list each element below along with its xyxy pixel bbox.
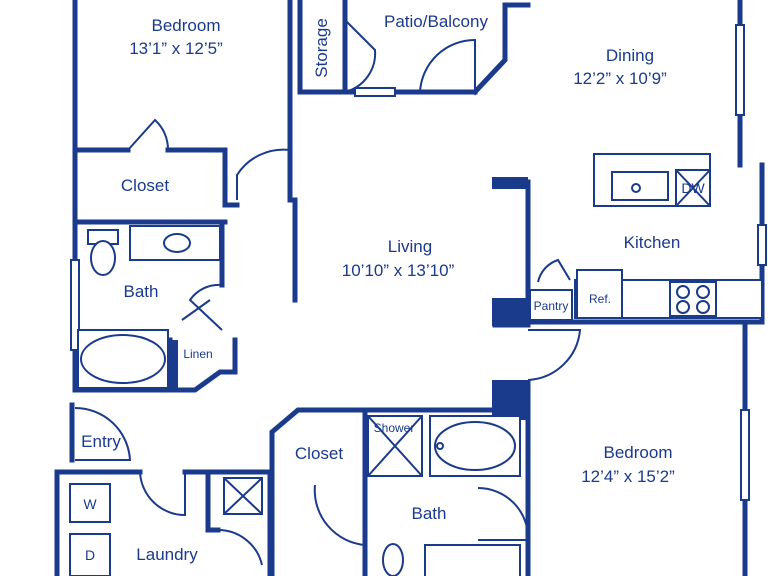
door-entry bbox=[74, 406, 132, 461]
entry-label: Entry bbox=[81, 432, 121, 451]
shower-label: Shower bbox=[374, 421, 415, 435]
storage-label: Storage bbox=[312, 18, 331, 78]
stove-icon bbox=[669, 281, 717, 317]
pantry-label: Pantry bbox=[534, 299, 569, 313]
door-bath-2 bbox=[477, 487, 530, 541]
door-corridor bbox=[527, 329, 582, 381]
laundry-closet-cross bbox=[223, 477, 263, 515]
bath-1-tub-basin-icon bbox=[80, 334, 166, 384]
living-dims: 10’10” x 13’10” bbox=[342, 261, 455, 280]
closet-2-label: Closet bbox=[295, 444, 343, 463]
door-laundry-closet bbox=[217, 528, 263, 566]
refrigerator-box bbox=[576, 269, 623, 319]
window-bath-left bbox=[70, 259, 80, 351]
bath-2-tub-basin-icon bbox=[434, 421, 516, 471]
kitchen-label: Kitchen bbox=[624, 233, 681, 252]
door-laundry bbox=[139, 471, 186, 517]
burner-3-icon bbox=[676, 300, 690, 314]
shower-cross bbox=[367, 415, 423, 477]
wall-patio bbox=[471, 2, 531, 96]
door-storage bbox=[344, 19, 377, 93]
bedroom-1-name: Bedroom bbox=[152, 16, 221, 35]
dw-label: DW bbox=[681, 180, 705, 196]
closet-1-label: Closet bbox=[121, 176, 169, 195]
wall-laundry-divider bbox=[205, 469, 221, 533]
dining-dims: 12’2” x 10’9” bbox=[573, 69, 667, 88]
bath-2-label: Bath bbox=[412, 504, 447, 523]
bedroom-1-dims: 13’1” x 12’5” bbox=[129, 39, 223, 58]
wall-block-kitchen-top bbox=[492, 177, 528, 189]
ref-label: Ref. bbox=[589, 292, 611, 306]
wall-laundry bbox=[54, 469, 273, 576]
wall-block-kitchen-bottom bbox=[492, 298, 528, 326]
burner-1-icon bbox=[676, 285, 690, 299]
window-patio bbox=[354, 87, 396, 97]
bath-1-toilet-icon bbox=[90, 240, 116, 276]
door-bath bbox=[188, 283, 223, 331]
linen-label: Linen bbox=[183, 347, 212, 361]
fixtures bbox=[69, 153, 763, 576]
bedroom-2-name: Bedroom bbox=[604, 443, 673, 462]
bath-2-vanity bbox=[424, 544, 521, 576]
door-closet-2 bbox=[313, 484, 366, 546]
bedroom-2-dims: 12’4” x 15’2” bbox=[581, 467, 675, 486]
wall-bedroom-east bbox=[222, 0, 293, 208]
washer-box bbox=[69, 483, 111, 523]
laundry-label: Laundry bbox=[136, 545, 198, 564]
living-name: Living bbox=[388, 237, 432, 256]
door-linen bbox=[181, 299, 211, 321]
wall-storage bbox=[297, 0, 478, 95]
door-pantry bbox=[537, 258, 571, 283]
patio-label: Patio/Balcony bbox=[384, 12, 488, 31]
door-bedroom-closet bbox=[127, 118, 170, 151]
bath-1-sink-icon bbox=[163, 233, 191, 253]
windows bbox=[70, 24, 767, 501]
burner-2-icon bbox=[696, 285, 710, 299]
dining-name: Dining bbox=[606, 46, 654, 65]
burner-4-icon bbox=[696, 300, 710, 314]
bath-1-label: Bath bbox=[124, 282, 159, 301]
kitchen-faucet-icon bbox=[631, 183, 641, 193]
pantry-box bbox=[529, 289, 573, 321]
dishwasher-cross bbox=[675, 169, 711, 207]
labels: Bedroom 13’1” x 12’5” Storage Patio/Balc… bbox=[81, 12, 705, 564]
wall-bedroom-south bbox=[72, 147, 228, 208]
door-bedroom bbox=[236, 148, 291, 200]
dryer-box bbox=[69, 533, 111, 576]
window-dining bbox=[735, 24, 745, 116]
dryer-label: D bbox=[85, 547, 95, 563]
door-patio bbox=[419, 38, 476, 93]
washer-label: W bbox=[83, 496, 97, 512]
bath-2-toilet-icon bbox=[382, 543, 404, 576]
window-kitchen bbox=[757, 224, 767, 266]
doors bbox=[74, 19, 582, 566]
window-bedroom-2 bbox=[740, 409, 750, 501]
wall-blocks bbox=[166, 177, 528, 420]
bath-2-tub-drain-icon bbox=[436, 442, 444, 450]
wall-block-corridor bbox=[492, 380, 528, 420]
